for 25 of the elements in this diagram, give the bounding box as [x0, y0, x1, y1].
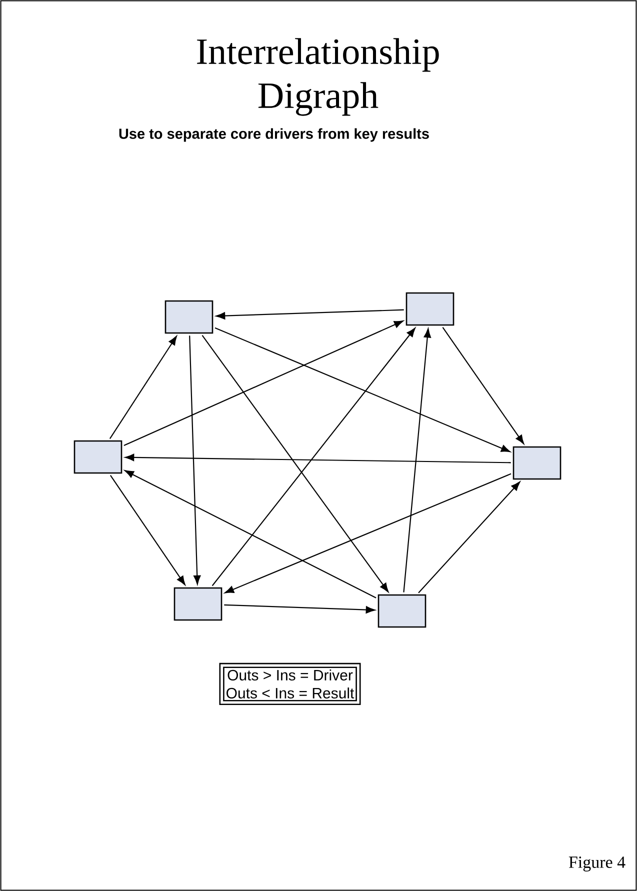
empty-box [174, 587, 222, 621]
empty-box [406, 292, 454, 326]
arrow [110, 474, 186, 586]
arrow [124, 320, 404, 446]
arrow [214, 327, 510, 452]
arrow [216, 309, 404, 320]
empty-box [512, 446, 562, 480]
arrow [212, 328, 416, 586]
title: Interrelationship Digraph [197, 38, 439, 116]
legend-box: Outs > Ins = Driver Outs < Ins = Result [219, 662, 361, 706]
figure-number: Figure 4 [568, 856, 626, 872]
arrow [224, 473, 512, 594]
subtitle: Use to separate core drivers from key results [119, 128, 429, 142]
empty-box [378, 594, 426, 628]
empty-box [164, 300, 214, 334]
empty-box [74, 440, 122, 474]
arrow [418, 482, 520, 594]
arrow [202, 334, 389, 592]
arrow [442, 326, 524, 444]
arrow [124, 454, 511, 464]
arrow [109, 336, 177, 439]
arrow [403, 328, 431, 592]
arrow [224, 604, 376, 614]
arrow [124, 470, 376, 598]
arrow [189, 336, 201, 585]
